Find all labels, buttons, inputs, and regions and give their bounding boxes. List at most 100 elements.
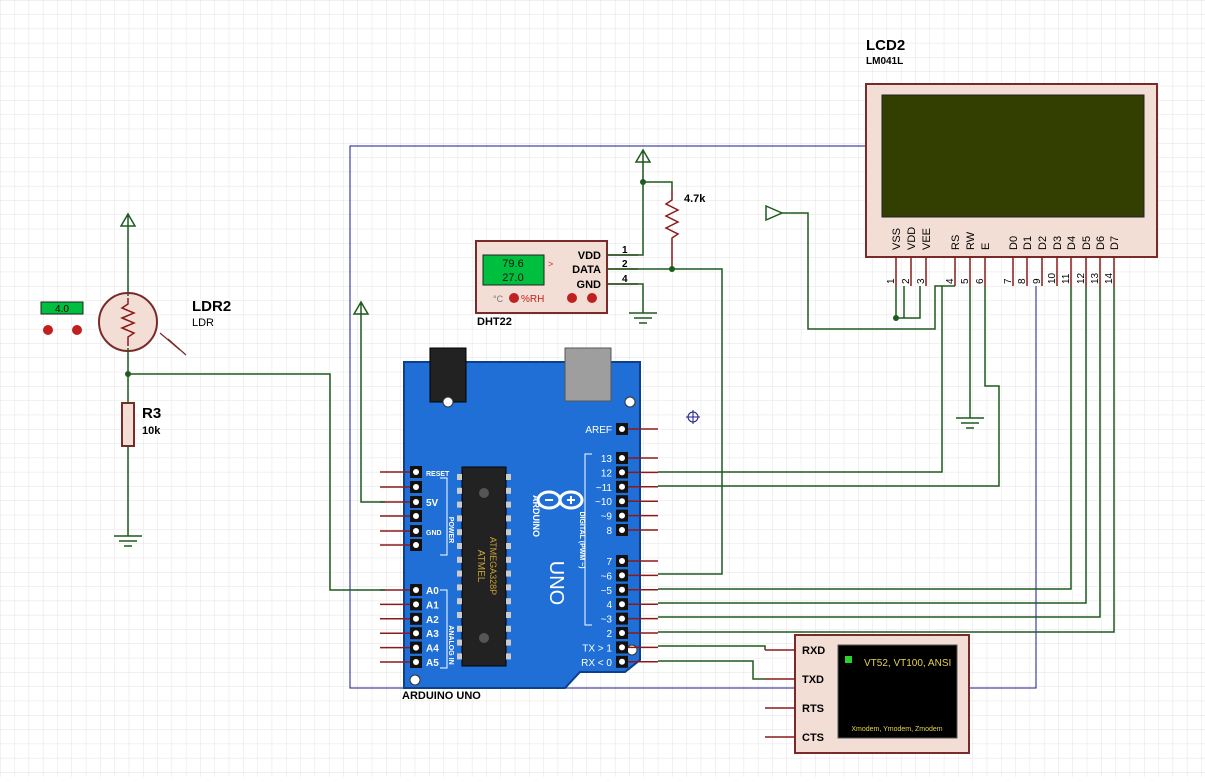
arduino-pin-label: A3	[426, 629, 439, 640]
wire-5v[interactable]	[360, 318, 385, 503]
lcd-pin-name: D5	[1081, 236, 1093, 250]
chip-pin	[457, 556, 462, 563]
header-hole	[619, 483, 625, 490]
header-hole	[413, 630, 419, 637]
ldr-zigzag	[120, 298, 136, 346]
ldr-component[interactable]: 4.0 LDR2 LDR R3 10k	[40, 292, 231, 447]
dht-up-icon[interactable]	[587, 293, 597, 303]
wire-d7[interactable]	[658, 286, 1115, 633]
ldr-ref: LDR2	[192, 298, 231, 315]
header-hole	[619, 644, 625, 651]
arduino-board[interactable]	[403, 361, 641, 689]
dht-unit-c: °C	[493, 294, 504, 304]
wire[interactable]	[643, 181, 673, 190]
lcd-pin-number: 10	[1047, 272, 1058, 284]
arduino-pin-label: 5V	[426, 498, 439, 509]
header-hole	[619, 527, 625, 533]
board-model: UNO	[545, 561, 567, 605]
bus-wire[interactable]	[349, 145, 1037, 689]
chip-pin	[506, 543, 511, 549]
wire-data[interactable]	[607, 268, 723, 575]
lcd-ref: LCD2	[866, 37, 905, 54]
chip-pin	[506, 570, 511, 577]
arduino-pin-label: ~11	[596, 483, 613, 494]
junction-dot	[125, 371, 131, 377]
dht-pin-number: 1	[622, 245, 628, 256]
wire[interactable]	[896, 286, 921, 319]
arduino-logo-icon	[536, 490, 584, 510]
r3-body[interactable]	[121, 402, 135, 447]
header-hole	[413, 659, 419, 665]
header-hole	[619, 498, 625, 505]
chip-notch	[479, 488, 489, 498]
arduino-pin-label: RX < 0	[581, 658, 612, 669]
probe-crosshair-icon[interactable]	[686, 410, 700, 424]
dht-pin-name: VDD	[578, 250, 601, 262]
chip-pin	[457, 529, 462, 536]
terminal-cursor-icon	[845, 656, 852, 663]
ldr-up-icon[interactable]	[72, 325, 82, 335]
lcd-pin-number: 14	[1104, 272, 1115, 284]
terminal-pin-label: TXD	[802, 674, 824, 686]
dht-toggle-icon[interactable]	[509, 293, 519, 303]
pullup-resistor[interactable]: 4.7k	[634, 148, 706, 268]
chip-pin	[506, 625, 511, 632]
chip-pin	[506, 598, 511, 605]
chip-pin	[457, 501, 462, 508]
lcd-pin-number: 7	[1003, 278, 1014, 284]
chip-pin	[506, 584, 511, 591]
wire-d4[interactable]	[658, 286, 1072, 590]
header-hole	[619, 615, 625, 622]
wires[interactable]	[127, 168, 1115, 680]
header-hole	[619, 469, 625, 476]
wire-d6[interactable]	[658, 286, 1101, 618]
arduino-pin-label: 7	[606, 557, 612, 568]
chip-pin	[506, 501, 511, 508]
wire[interactable]	[782, 212, 942, 330]
wire-rx[interactable]	[658, 660, 765, 680]
wire-e[interactable]	[658, 286, 1000, 487]
arduino-pin-label: A5	[426, 658, 439, 669]
mcu-chip	[461, 466, 507, 667]
lcd-pin-name: D3	[1052, 236, 1064, 250]
arduino-pin-label: 12	[601, 468, 613, 479]
lcd-pin-number: 6	[975, 278, 986, 284]
lcd-pin-name: D1	[1022, 236, 1034, 250]
header-hole	[413, 528, 419, 534]
virtual-terminal[interactable]: VT52, VT100, ANSI Xmodem, Ymodem, Zmodem…	[765, 634, 970, 754]
power-terminal-icon	[634, 148, 652, 168]
chip-pin	[457, 543, 462, 549]
header-hole	[619, 426, 625, 432]
dht-down-icon[interactable]	[567, 293, 577, 303]
junction-dot	[640, 179, 646, 185]
chip-pin	[506, 515, 511, 522]
wire-rs[interactable]	[658, 285, 955, 473]
wire-tx[interactable]	[658, 645, 766, 650]
digital-label: DIGITAL (PWM ~)	[578, 511, 585, 568]
header-hole	[413, 601, 419, 608]
wire-d5[interactable]	[658, 286, 1087, 604]
lcd-pin-name: E	[980, 243, 992, 250]
dht-humidity: 79.6	[502, 258, 523, 270]
arduino-pin-label: A1	[426, 600, 439, 611]
lcd-pin-name: D6	[1095, 236, 1107, 250]
dht-pin-name: GND	[577, 279, 602, 291]
wire-gnd[interactable]	[607, 283, 644, 313]
junctions	[125, 179, 899, 377]
arduino-pin-label: ~5	[601, 586, 613, 597]
ground-icon	[629, 312, 657, 324]
dht-temperature: 27.0	[502, 272, 523, 284]
ldr-down-icon[interactable]	[43, 325, 53, 335]
terminal-pin-label: RXD	[802, 645, 825, 657]
wire-vdd[interactable]	[607, 168, 644, 256]
lcd-component[interactable]: LCD2 LM041L VSS1VDD2VEE3RS4RW5E6D07D18D2…	[865, 37, 1158, 286]
terminal-line1: VT52, VT100, ANSI	[864, 658, 951, 669]
wire-a0[interactable]	[128, 373, 385, 591]
arduino-component[interactable]: ATMEL ATMEGA328P ARDUINO UNO ARDUINO UNO…	[380, 347, 658, 702]
header-hole	[619, 572, 625, 579]
